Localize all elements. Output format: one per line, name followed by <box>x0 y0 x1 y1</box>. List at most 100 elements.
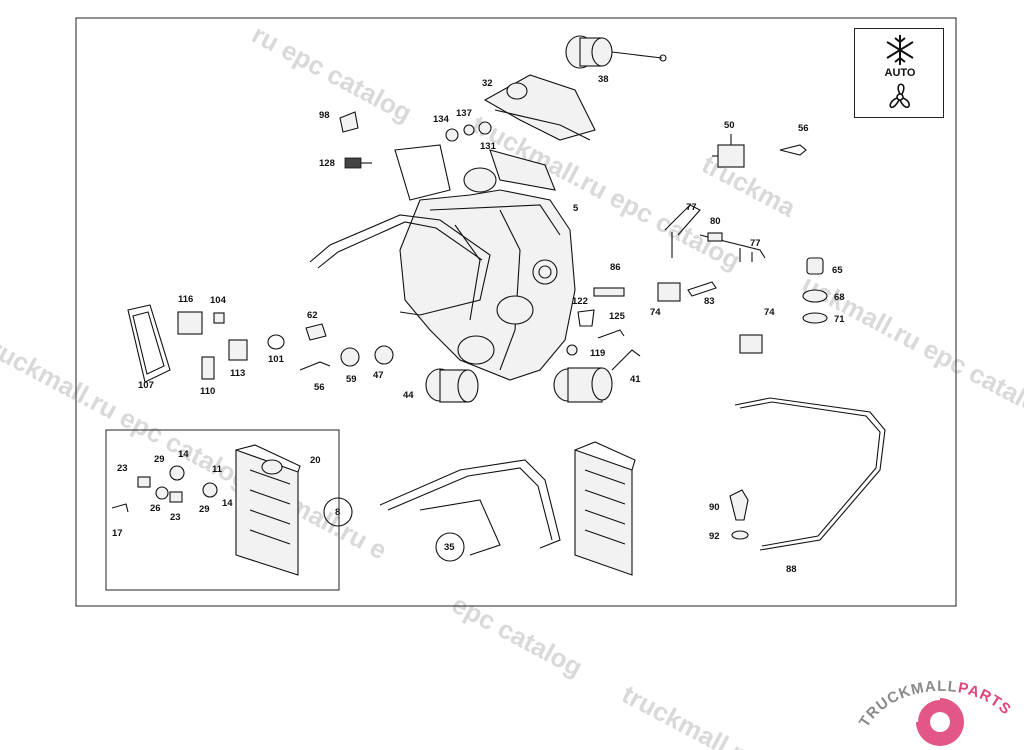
callout-101: 101 <box>268 354 285 365</box>
callout-131: 131 <box>480 141 497 152</box>
fan-icon <box>889 83 910 109</box>
callout-44: 44 <box>403 390 414 401</box>
clamp-29b <box>202 482 218 498</box>
watermark-text: ru epc catalog <box>247 19 417 128</box>
seal-71 <box>802 312 828 324</box>
sensor-86 <box>593 287 625 297</box>
grommet-68 <box>802 289 828 303</box>
cable-88 <box>734 397 886 551</box>
clip-23a <box>137 476 151 488</box>
callout-137: 137 <box>456 108 472 119</box>
heater-housing <box>309 144 576 381</box>
callout-11: 11 <box>212 464 223 475</box>
callout-77b: 77 <box>750 238 761 249</box>
clip-104 <box>213 312 225 324</box>
callout-71: 71 <box>834 314 845 325</box>
climate-legend-panel: AUTO <box>854 28 944 118</box>
callout-59: 59 <box>346 374 357 385</box>
screw-128 <box>344 157 362 169</box>
watermark-text: epc catalog <box>447 589 587 683</box>
servo-44 <box>425 368 479 403</box>
callout-74b: 74 <box>764 307 775 318</box>
screw-56-top <box>779 144 807 156</box>
callout-56a: 56 <box>798 123 809 134</box>
callout-47: 47 <box>373 370 384 381</box>
callout-128: 128 <box>319 158 335 169</box>
callout-104: 104 <box>210 295 227 306</box>
clamp-29a <box>169 465 185 481</box>
gear-logo-icon <box>914 696 964 746</box>
callout-83: 83 <box>704 296 715 307</box>
callout-122: 122 <box>572 296 588 307</box>
gasket-107 <box>127 304 171 383</box>
washer-92 <box>731 530 749 540</box>
seal-20 <box>261 459 283 475</box>
inset-box <box>105 429 340 591</box>
auto-label: AUTO <box>884 67 916 79</box>
callout-98: 98 <box>319 110 330 121</box>
callout-38: 38 <box>598 74 609 85</box>
bracket-32 <box>483 74 596 141</box>
callout-17: 17 <box>112 528 123 539</box>
callout-90: 90 <box>709 502 720 513</box>
callout-110: 110 <box>200 386 215 397</box>
callout-86: 86 <box>610 262 621 273</box>
heater-core <box>574 441 636 576</box>
gear-47 <box>374 345 394 365</box>
callout-56b: 56 <box>314 382 325 393</box>
screw-17 <box>111 503 129 513</box>
screw-56 <box>299 361 331 371</box>
valve-74b <box>739 334 763 354</box>
gasket-107-inner <box>132 311 165 375</box>
callout-labels: 38 32 98 134 137 131 128 50 56 5 77 80 7… <box>112 74 845 575</box>
valve-50 <box>712 134 745 168</box>
valve-74a <box>657 282 681 302</box>
callout-65: 65 <box>832 265 843 276</box>
callout-92: 92 <box>709 531 720 542</box>
callout-74a: 74 <box>650 307 661 318</box>
callout-14a: 14 <box>178 449 189 460</box>
callout-8: 8 <box>335 507 340 518</box>
callout-41: 41 <box>630 374 641 385</box>
bracket-110 <box>201 356 215 380</box>
watermark-text: truckma <box>697 149 801 223</box>
clip-119 <box>566 344 578 356</box>
nut-131 <box>478 121 492 135</box>
clamp-26 <box>155 486 169 500</box>
heater-pipes-35 <box>379 459 561 556</box>
callout-62: 62 <box>307 310 318 321</box>
screw-122 <box>577 309 595 327</box>
callout-circle-8 <box>323 497 353 527</box>
callout-5: 5 <box>573 203 579 214</box>
vacuum-line-77 <box>664 204 766 262</box>
screw-125 <box>597 329 625 339</box>
gear-59 <box>340 347 360 367</box>
callout-23b: 23 <box>170 512 181 523</box>
callout-circle-35 <box>435 532 465 562</box>
callout-32: 32 <box>482 78 493 89</box>
callout-29b: 29 <box>199 504 210 515</box>
logo-text-accent: PARTS <box>957 679 1015 718</box>
switch-65 <box>806 257 824 275</box>
callout-35: 35 <box>444 542 455 553</box>
callout-68: 68 <box>834 292 845 303</box>
callout-116: 116 <box>178 294 193 305</box>
washer-134 <box>445 128 459 142</box>
clip-101 <box>267 334 285 350</box>
truckmall-logo: TRUCKMALLPARTS <box>856 678 1015 746</box>
diagram-frame <box>75 17 957 607</box>
servo-41 <box>553 349 641 403</box>
callout-88: 88 <box>786 564 797 575</box>
callout-26: 26 <box>150 503 161 514</box>
relay-113 <box>228 339 248 361</box>
callout-20: 20 <box>310 455 321 466</box>
clip-23b <box>169 491 183 503</box>
callout-80: 80 <box>710 216 721 227</box>
screw-83 <box>687 281 717 297</box>
relay-116 <box>177 311 203 335</box>
nut-137 <box>463 124 475 136</box>
clip-98 <box>339 111 359 133</box>
callout-125: 125 <box>609 311 626 322</box>
callout-50: 50 <box>724 120 735 131</box>
